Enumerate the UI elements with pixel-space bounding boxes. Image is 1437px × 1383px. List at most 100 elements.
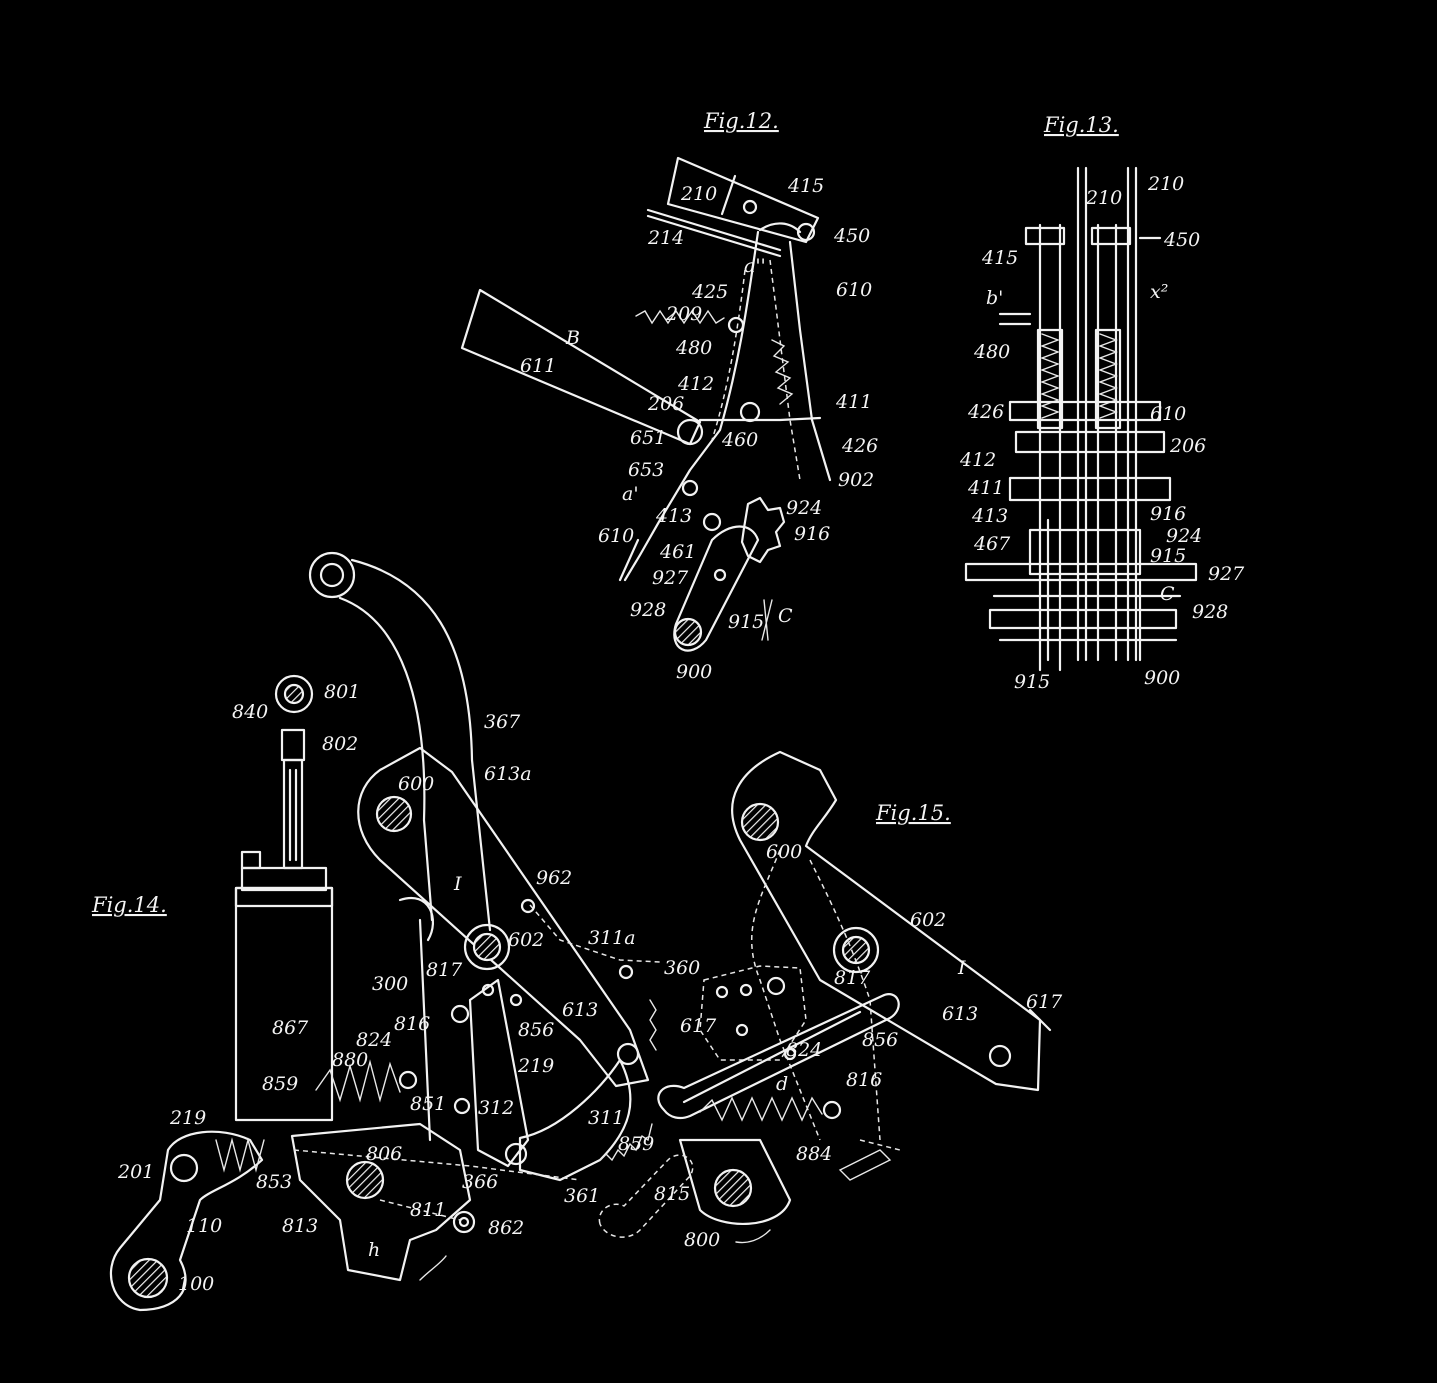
fig14-label: 366	[462, 1171, 498, 1193]
fig12-label: 412	[677, 373, 714, 395]
fig12-label: 915	[728, 611, 764, 633]
fig14-label: 600	[398, 773, 434, 795]
fig14-label: 813	[282, 1215, 318, 1237]
fig14-label: 962	[536, 867, 572, 889]
fig15-label: 600	[766, 841, 802, 863]
fig15-shaft-600	[740, 802, 780, 842]
fig12-label: 450	[833, 225, 870, 247]
fig14-label: 862	[488, 1217, 524, 1239]
fig15-label: 613	[942, 1003, 978, 1025]
fig12-label: 461	[659, 541, 696, 563]
fig15-link-815	[598, 1154, 694, 1238]
figure-15	[598, 750, 1052, 1244]
fig15-label: I	[957, 957, 966, 979]
fig12-label: 651	[630, 427, 666, 449]
fig14-spring-880	[315, 1059, 401, 1103]
fig12-label: 610	[598, 525, 634, 547]
fig15-labels: 600 602 I 817 613 617 856 824 d 816 884 …	[654, 841, 1063, 1251]
fig14-label: 840	[232, 701, 268, 723]
fig14-lever-110	[109, 1130, 264, 1312]
fig13-label: 415	[981, 247, 1018, 269]
fig14-shaft-806	[345, 1160, 385, 1200]
fig12-label: B	[565, 327, 580, 349]
fig13-label: x²	[1150, 281, 1168, 303]
fig12-shaft-900	[673, 617, 703, 647]
fig15-plate	[699, 965, 807, 1061]
fig12-label: 928	[630, 599, 666, 621]
fig13-label: 927	[1208, 563, 1245, 585]
fig15-label: d	[776, 1073, 788, 1095]
fig15-spring-884	[699, 1096, 823, 1122]
fig13-label: 467	[973, 533, 1011, 555]
fig13-label: 206	[1169, 435, 1206, 457]
figure-12	[460, 156, 832, 652]
fig14-label: 613	[562, 999, 598, 1021]
fig14-label: 602	[508, 929, 544, 951]
fig12-label: 415	[787, 175, 824, 197]
figure-13	[964, 166, 1198, 672]
fig14-label: 312	[478, 1097, 514, 1119]
fig13-label: b'	[986, 287, 1003, 309]
fig15-label: 617	[1026, 991, 1063, 1013]
fig12-label: 206	[647, 393, 684, 415]
fig12-label: 425	[691, 281, 728, 303]
fig12-label: 413	[655, 505, 692, 527]
fig14-label: 880	[332, 1049, 368, 1071]
fig12-label: 653	[628, 459, 664, 481]
fig15-label: 800	[684, 1229, 720, 1251]
fig15-shaft-800	[713, 1168, 753, 1208]
fig12-label: 426	[841, 435, 878, 457]
fig14-label: 201	[117, 1161, 154, 1183]
fig12-label: 610	[836, 279, 872, 301]
fig13-label: 426	[967, 401, 1004, 423]
fig12-label: 480	[675, 337, 712, 359]
fig14-label: 219	[517, 1055, 554, 1077]
fig14-label: 859	[618, 1133, 654, 1155]
fig13-label: 900	[1144, 667, 1180, 689]
fig14-lever-367-eye	[308, 551, 356, 599]
fig13-shaft-928	[988, 608, 1178, 630]
fig15-label: 817	[834, 967, 871, 989]
fig12-spring-209	[635, 309, 725, 325]
fig14-rack-311	[518, 1058, 632, 1182]
fig15-label: 816	[846, 1069, 882, 1091]
fig14-shaft-600	[375, 795, 413, 833]
fig14-label: h	[368, 1239, 380, 1261]
fig14-label: 617	[680, 1015, 717, 1037]
fig13-label: 915	[1014, 671, 1050, 693]
fig14-label: 851	[410, 1093, 446, 1115]
figure-14	[109, 551, 661, 1312]
fig15-slotted-link-856	[657, 993, 900, 1120]
fig14-cam-h	[290, 1122, 472, 1282]
fig13-label: 413	[971, 505, 1008, 527]
fig14-label: 824	[356, 1029, 392, 1051]
fig15-label: 602	[910, 909, 946, 931]
fig13-label: C	[1160, 583, 1175, 605]
fig13-spring-480	[1036, 328, 1064, 430]
fig14-link-312	[468, 978, 530, 1168]
fig13-label: 480	[973, 341, 1010, 363]
fig14-label: 219	[169, 1107, 206, 1129]
fig14-label: 817	[426, 959, 463, 981]
fig14-pivot-602	[472, 932, 502, 962]
fig13-label: 916	[1150, 503, 1186, 525]
fig12-label: a'	[622, 483, 639, 505]
fig14-pivot-801	[274, 674, 314, 714]
fig12-label: 927	[652, 567, 689, 589]
fig15-label: 884	[796, 1143, 832, 1165]
fig12-label: 210	[680, 183, 717, 205]
fig13-label: 915	[1150, 545, 1186, 567]
fig12-title: Fig.12.	[703, 109, 779, 133]
fig12-block-210	[666, 156, 820, 244]
fig12-label: 460	[721, 429, 758, 451]
fig12-label: 900	[676, 661, 712, 683]
fig12-label: 916	[794, 523, 830, 545]
fig14-label: 300	[372, 973, 408, 995]
fig14-label: 806	[366, 1143, 402, 1165]
fig12-pivot-651	[676, 418, 704, 446]
fig13-label: 450	[1163, 229, 1200, 251]
fig15-title: Fig.15.	[875, 801, 951, 825]
fig15-label: 824	[786, 1039, 822, 1061]
